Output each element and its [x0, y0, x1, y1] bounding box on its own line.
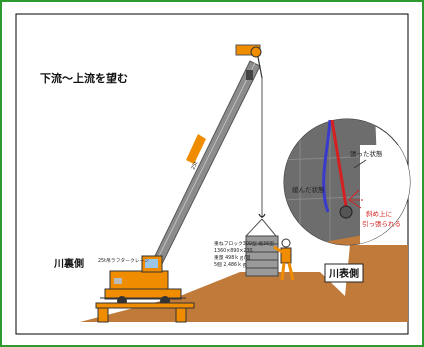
diagram-title: 下流～上流を望む — [40, 71, 128, 85]
pull-label-1: 斜め上に — [366, 209, 392, 218]
pull-label-2: 引っ張られる — [362, 219, 401, 228]
block-info-line4: 5個 2,486ｋｇ — [214, 261, 247, 268]
taut-label: 張った状態 — [350, 149, 383, 158]
embankment — [80, 272, 408, 322]
detail-inset: 張った状態 緩んだ状態 斜め上に 引っ張られる — [283, 118, 411, 246]
left-side-label: 川裏側 — [53, 257, 84, 270]
block-info: 重ねブロック300型 縦36型 1360×890×230 重量 498ｋｇ/個 … — [214, 240, 274, 268]
crane-label: 25t吊ラフタークレーン — [98, 257, 149, 264]
right-side-box — [324, 263, 364, 283]
block-info-line2: 1360×890×230 — [214, 248, 253, 254]
slack-rope — [322, 119, 332, 213]
block-stack — [245, 235, 279, 277]
block-info-line1: 重ねブロック300型 縦36型 — [214, 240, 274, 247]
levee-edge — [345, 245, 408, 296]
crane-body — [95, 255, 195, 323]
svg-text:25t: 25t — [190, 161, 199, 171]
block-info-line3: 重量 498ｋｇ/個 — [214, 254, 250, 261]
right-side-label: 川表側 — [328, 267, 359, 280]
rope-anchor — [339, 205, 353, 219]
boom-head — [235, 44, 263, 80]
slack-label: 緩んだ状態 — [292, 185, 325, 194]
sling-right — [261, 218, 277, 237]
worker — [273, 238, 295, 281]
crane-hook — [258, 213, 266, 218]
sling-left — [245, 218, 263, 237]
taut-rope — [330, 119, 348, 207]
